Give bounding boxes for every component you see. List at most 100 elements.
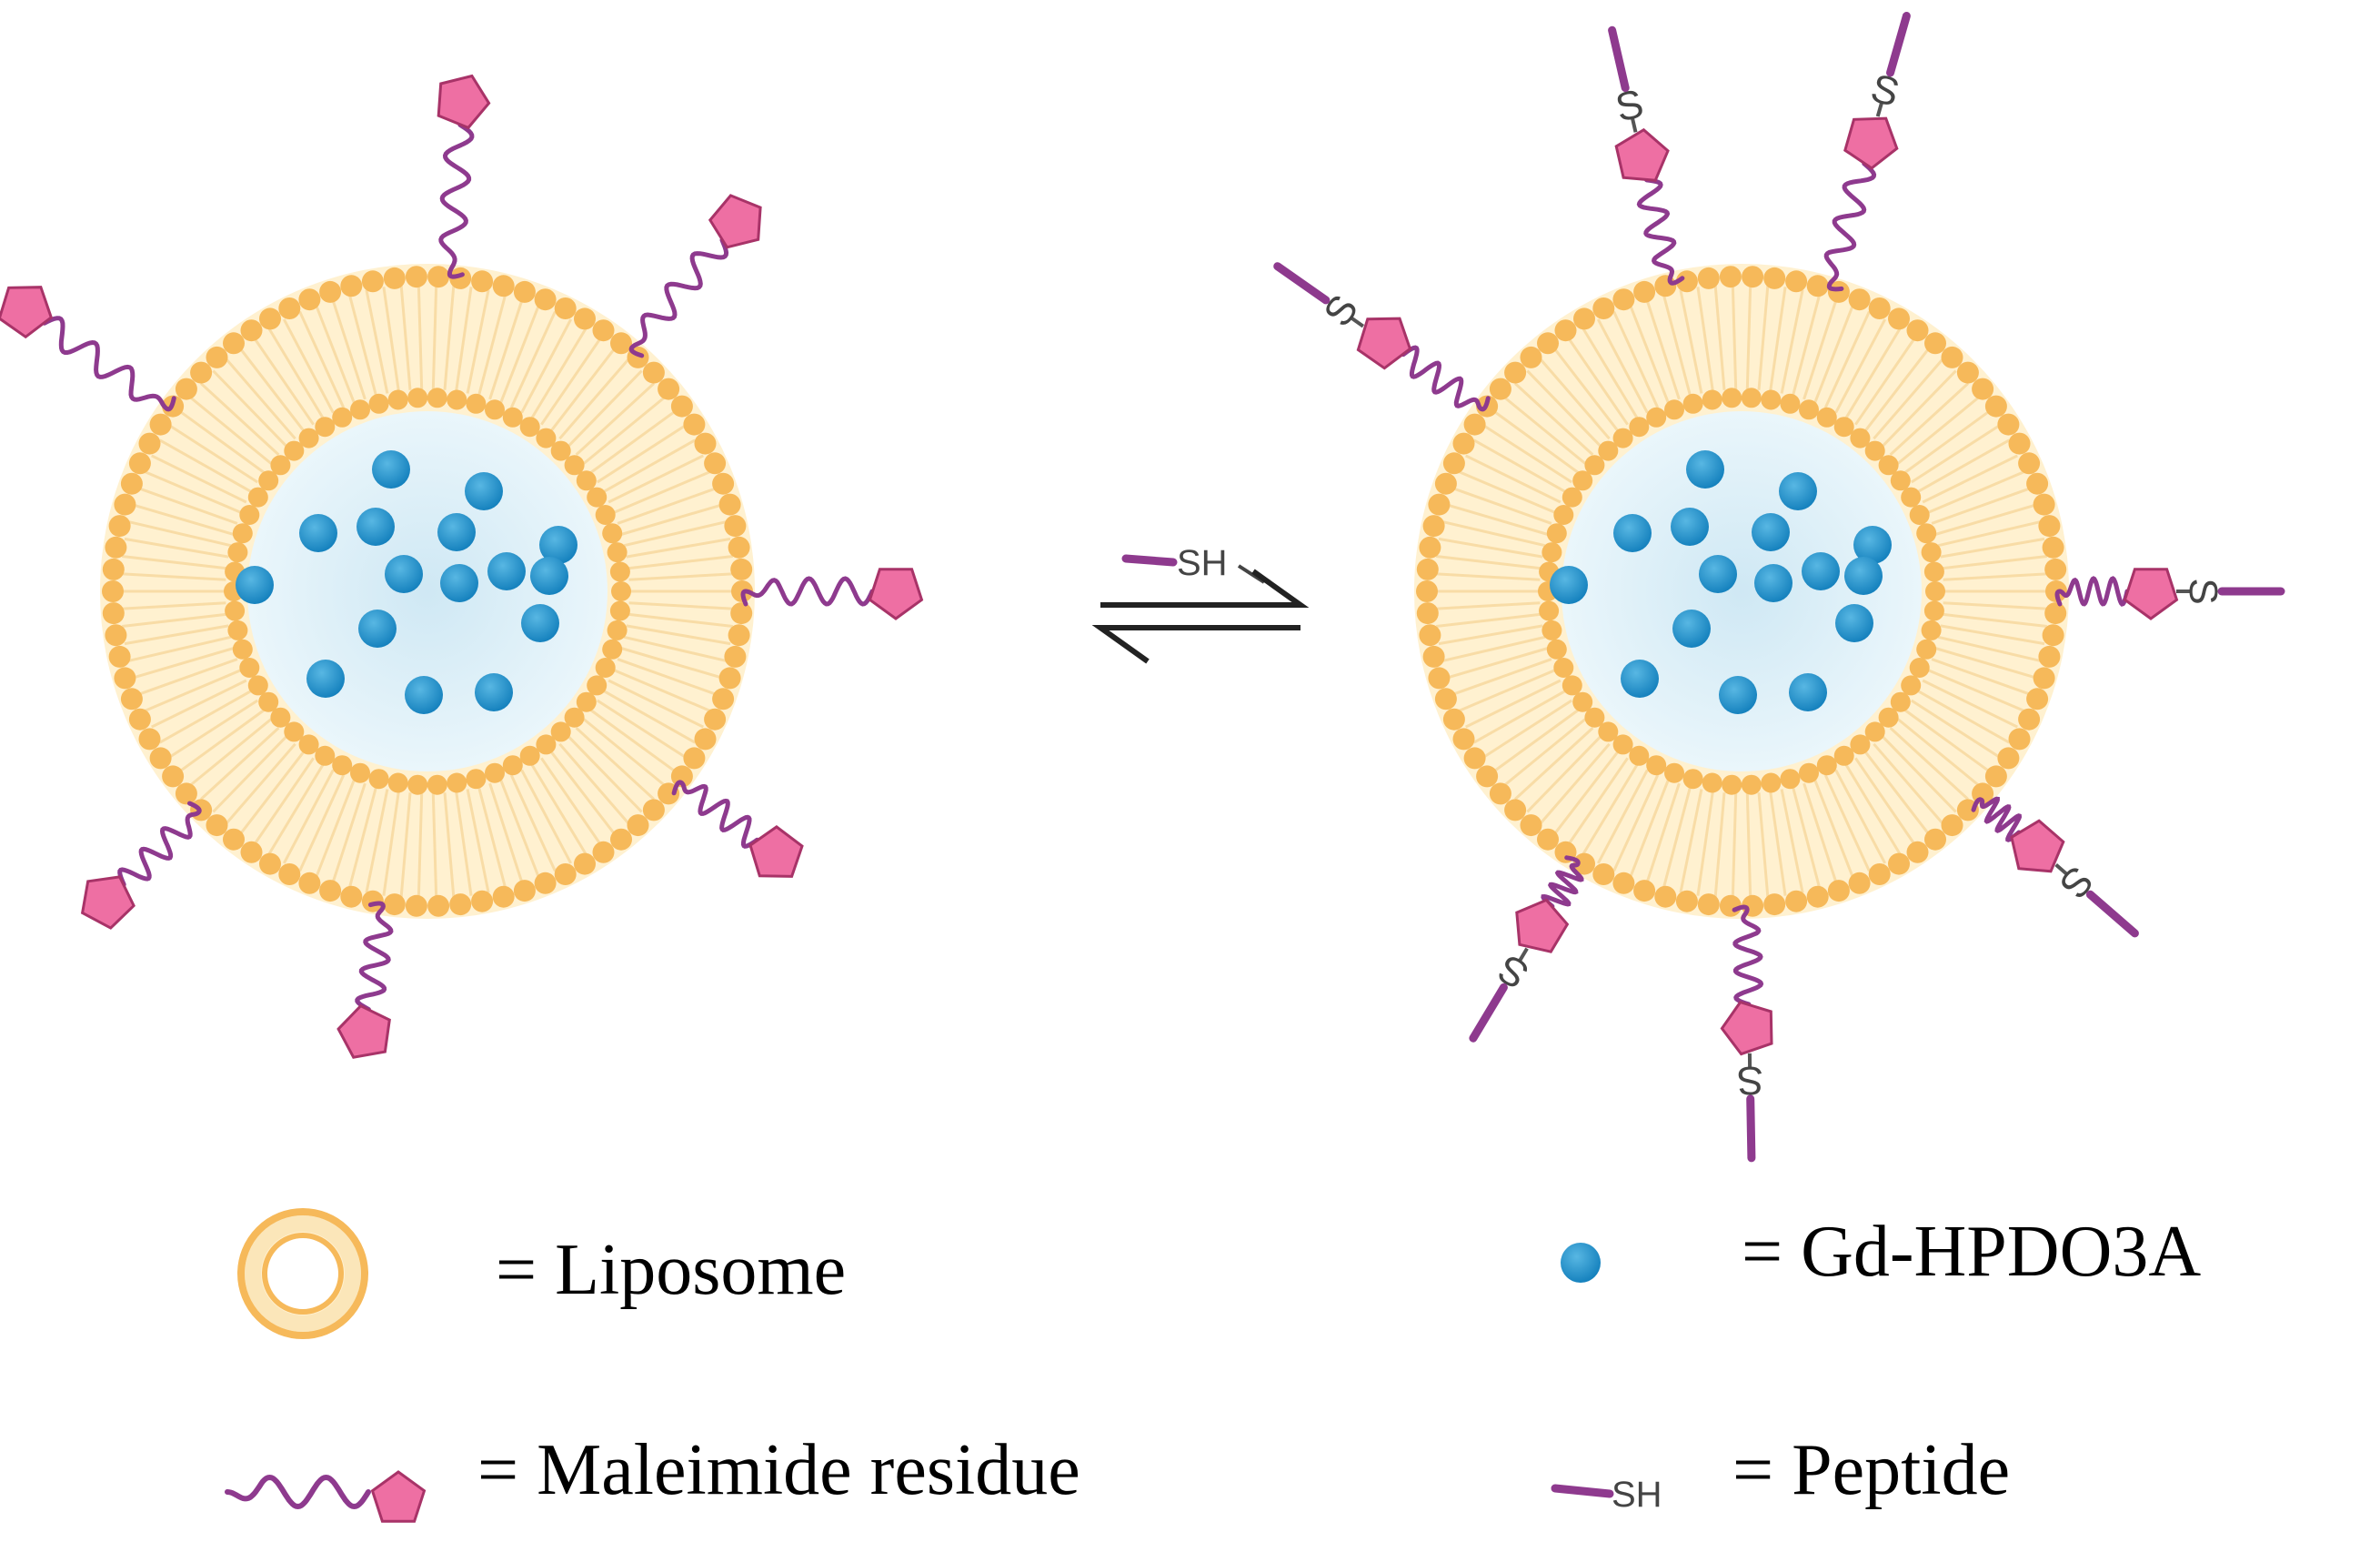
lipid-tail (1596, 318, 1649, 414)
outer-lipid-head (1592, 863, 1615, 885)
inner-lipid-head (1629, 745, 1650, 766)
inner-lipid-head (595, 658, 616, 678)
outer-lipid-head (259, 852, 281, 875)
lipid-tail (365, 789, 389, 893)
outer-lipid-head (1573, 852, 1595, 875)
outer-lipid-head (1848, 872, 1871, 894)
lipid-tail (1813, 779, 1854, 879)
lipid-tail (589, 709, 678, 773)
inner-lipid-head (368, 393, 389, 414)
outer-lipid-head (240, 319, 263, 342)
reagent-peptide-stick (1121, 554, 1178, 567)
inner-lipid-head (227, 620, 248, 640)
outer-lipid-head (298, 288, 321, 311)
lipid-tail (549, 347, 617, 433)
gd-hpdo3a-particle (1754, 564, 1793, 602)
peptide-conjugate: S (1273, 262, 1491, 412)
lipid-tail (282, 318, 335, 414)
maleimide-pentagon (1614, 127, 1670, 182)
gd-hpdo3a-particle (1621, 660, 1659, 698)
outer-lipid-head (1997, 747, 2020, 770)
inner-lipid-head (1702, 389, 1722, 410)
lipid-tail (199, 726, 280, 801)
lipid-tail (238, 347, 306, 433)
lipid-tail (1526, 735, 1602, 813)
lipid-tail (1582, 327, 1639, 419)
outer-lipid-head (592, 841, 615, 863)
inner-lipid-head (1584, 707, 1605, 728)
inner-lipid-head (1562, 487, 1582, 508)
lipid-tail (1696, 287, 1714, 392)
lipid-tail (1873, 358, 1944, 440)
gd-hpdo3a-particle (405, 676, 443, 714)
outer-lipid-head (2044, 602, 2067, 625)
lipid-tail (589, 409, 678, 474)
inner-lipid-head (1878, 707, 1899, 728)
outer-lipid-head (405, 894, 427, 917)
lipid-tail (1903, 709, 1992, 773)
outer-lipid-head (554, 297, 577, 319)
lipid-tail (1903, 409, 1992, 474)
thioether-bond (1518, 947, 1529, 962)
outer-lipid-head (120, 688, 143, 710)
inner-lipid-head (427, 774, 447, 795)
outer-lipid-head (1452, 728, 1475, 751)
lipid-tail (347, 293, 378, 397)
inner-lipid-head (536, 734, 557, 755)
inner-lipid-head (564, 707, 585, 728)
inner-lipid-head (1722, 774, 1742, 795)
lipid-tail (1645, 782, 1681, 884)
lipid-heads (102, 266, 753, 917)
lipid-tail (1472, 438, 1567, 494)
outer-lipid-head (1434, 472, 1457, 495)
outer-lipid-head (1697, 893, 1720, 916)
outer-lipid-head (642, 361, 665, 384)
peptide-chain (1608, 25, 1630, 93)
inner-lipid-head (1833, 417, 1854, 438)
outer-lipid-head (114, 493, 136, 516)
outer-lipid-head (1633, 280, 1656, 303)
maleimide-pentagon (2123, 568, 2179, 620)
lipid-tail (132, 503, 235, 536)
inner-lipid-head (1799, 762, 1819, 783)
lipid-tail (443, 285, 456, 390)
outer-lipid-head (138, 432, 161, 455)
gd-complexes (236, 450, 577, 714)
gd-hpdo3a-particle (1789, 673, 1827, 711)
inner-lipid-head (239, 658, 260, 678)
outer-lipid-head (2042, 624, 2064, 647)
legend-gd-icon (1561, 1243, 1601, 1283)
inner-lipid-head (1909, 505, 1930, 525)
peg-linker (1823, 161, 1877, 288)
inner-lipid-head (1890, 691, 1911, 712)
lipid-tail (1780, 289, 1804, 394)
outer-lipid-head (1504, 361, 1527, 384)
lipid-tail (238, 750, 306, 836)
outer-lipid-head (1888, 852, 1910, 875)
sulfur-label: S (1491, 945, 1536, 997)
outer-lipid-head (730, 558, 753, 580)
outer-lipid-head (298, 872, 321, 894)
lipid-tail (252, 337, 315, 426)
outer-lipid-head (1452, 432, 1475, 455)
outer-lipid-head (1463, 747, 1486, 770)
inner-lipid-head (332, 407, 353, 428)
lipid-tail (331, 782, 367, 884)
lipid-tail (530, 327, 587, 419)
inner-lipid-head (1646, 755, 1667, 776)
outer-lipid-head (108, 645, 131, 668)
maleimide-pentagon (2010, 819, 2065, 873)
outer-lipid-head (449, 267, 472, 289)
peg-linker (438, 122, 475, 277)
lipid-tail (1513, 726, 1594, 801)
outer-lipid-head (1785, 890, 1808, 912)
inner-lipid-head (1925, 581, 1945, 601)
gd-hpdo3a-particle (487, 552, 526, 590)
inner-lipid-head (607, 620, 628, 640)
lipid-tail (315, 779, 356, 879)
outer-lipid-head (1573, 307, 1595, 330)
lipid-tail (1803, 298, 1838, 400)
outer-lipid-head (1416, 602, 1439, 625)
outer-lipid-head (704, 452, 727, 475)
lipid-tail (582, 718, 667, 788)
